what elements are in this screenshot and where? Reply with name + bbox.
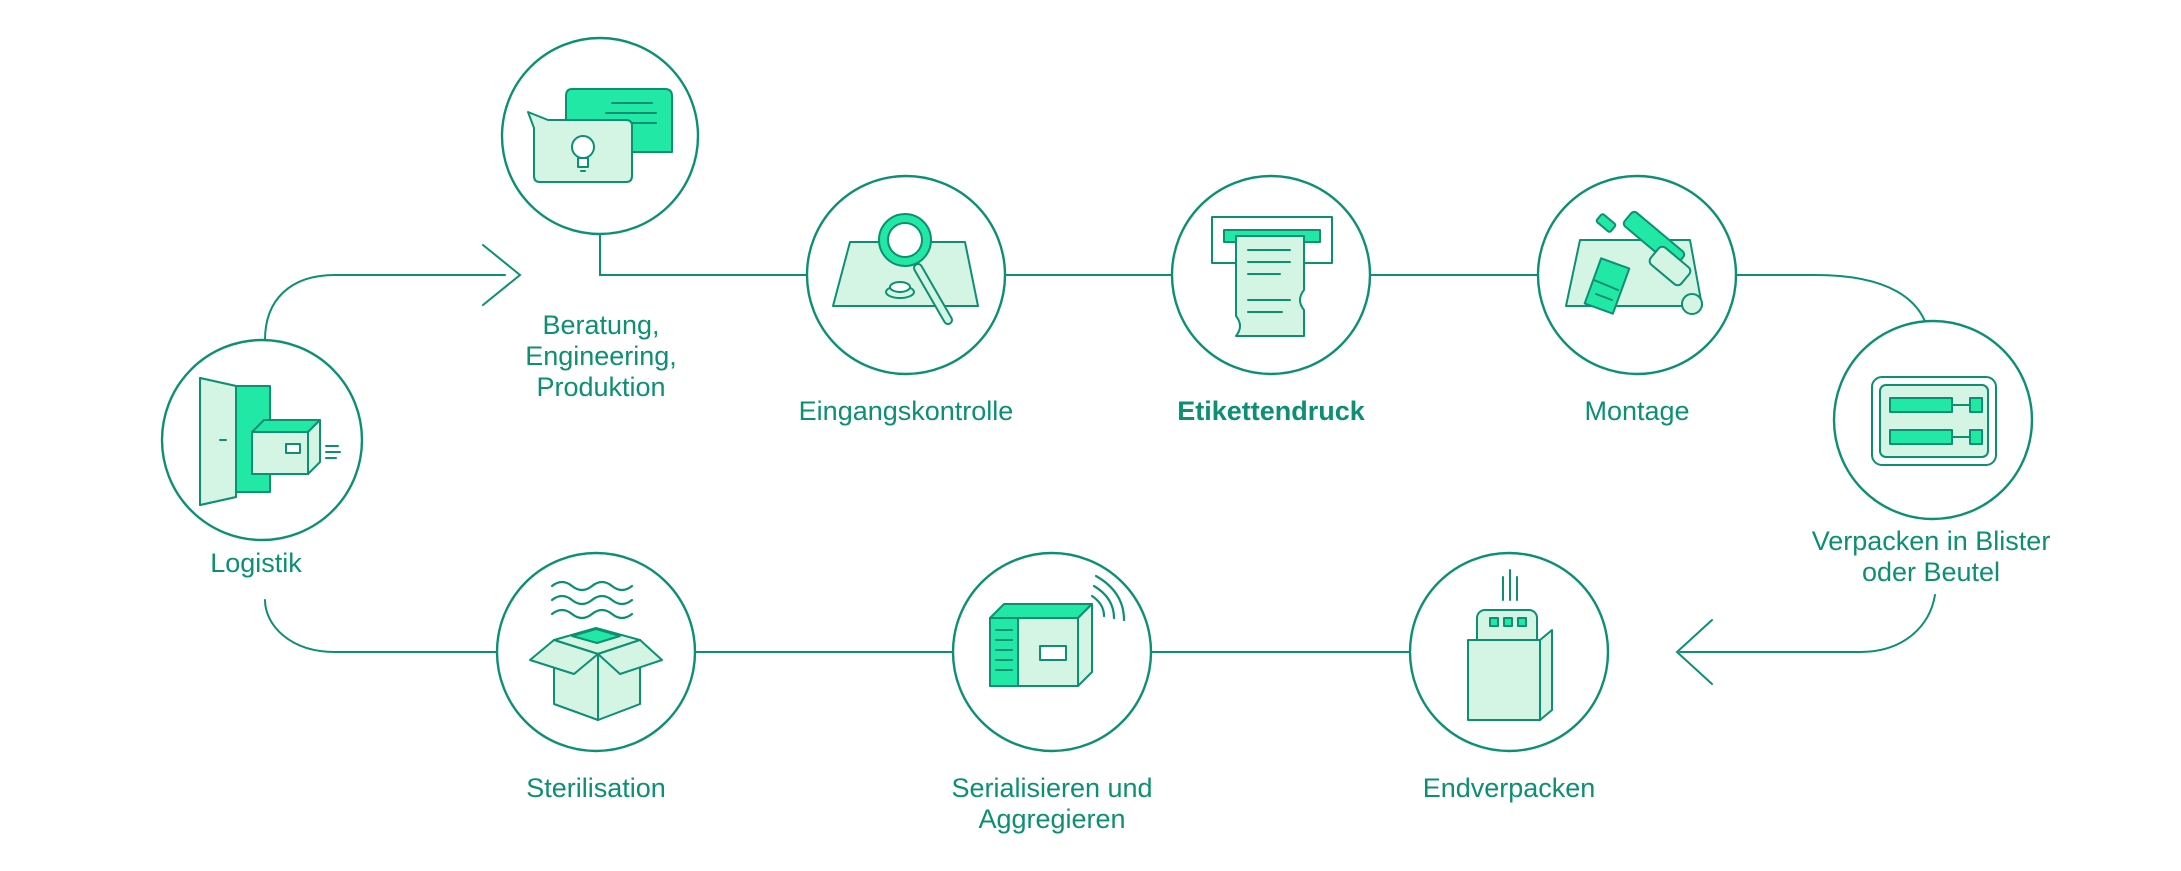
step-label-line: Engineering, bbox=[525, 341, 677, 371]
step-label-line: Verpacken in Blister bbox=[1812, 526, 2051, 556]
step-label-endverpacken: Endverpacken bbox=[1423, 773, 1596, 803]
step-label-line: Endverpacken bbox=[1423, 773, 1596, 803]
step-beratung: Beratung,Engineering,Produktion bbox=[500, 36, 700, 402]
step-etikettendruck: Etikettendruck bbox=[1170, 174, 1372, 426]
step-label-sterilisation: Sterilisation bbox=[526, 773, 666, 803]
step-label-line: Etikettendruck bbox=[1177, 396, 1366, 426]
step-label-line: Produktion bbox=[536, 372, 665, 402]
flow-connectors bbox=[264, 232, 1936, 685]
lightbulb-chat-icon bbox=[527, 88, 673, 183]
step-label-line: Beratung, bbox=[542, 310, 659, 340]
door-box-icon bbox=[199, 377, 341, 506]
magnifier-icon bbox=[832, 213, 979, 325]
steam-box-icon bbox=[529, 580, 663, 721]
step-label-eingangskontrolle: Eingangskontrolle bbox=[799, 396, 1014, 426]
bag-package-icon bbox=[1467, 569, 1553, 721]
step-label-line: Serialisieren und bbox=[951, 773, 1152, 803]
step-label-line: oder Beutel bbox=[1862, 557, 2000, 587]
arrow-left-icon bbox=[1675, 619, 1713, 685]
step-label-line: Eingangskontrolle bbox=[799, 396, 1014, 426]
step-montage: Montage bbox=[1536, 174, 1738, 426]
step-label-beratung: Beratung,Engineering,Produktion bbox=[525, 310, 677, 402]
step-eingangskontrolle: Eingangskontrolle bbox=[799, 174, 1014, 426]
step-sterilisation: Sterilisation bbox=[495, 551, 697, 803]
syringe-assembly-icon bbox=[1565, 210, 1703, 315]
step-label-line: Aggregieren bbox=[978, 804, 1125, 834]
step-label-line: Montage bbox=[1584, 396, 1689, 426]
step-label-montage: Montage bbox=[1584, 396, 1689, 426]
step-label-line: Logistik bbox=[210, 548, 302, 578]
step-label-logistik: Logistik bbox=[210, 548, 302, 578]
step-logistik: Logistik bbox=[160, 338, 364, 578]
step-label-etikettendruck: Etikettendruck bbox=[1177, 396, 1366, 426]
rfid-box-icon bbox=[989, 574, 1126, 687]
label-printer-icon bbox=[1211, 216, 1333, 337]
step-label-line: Sterilisation bbox=[526, 773, 666, 803]
blister-pack-icon bbox=[1871, 376, 1997, 466]
arrow-right-icon bbox=[482, 244, 522, 306]
step-endverpacken: Endverpacken bbox=[1408, 551, 1610, 803]
